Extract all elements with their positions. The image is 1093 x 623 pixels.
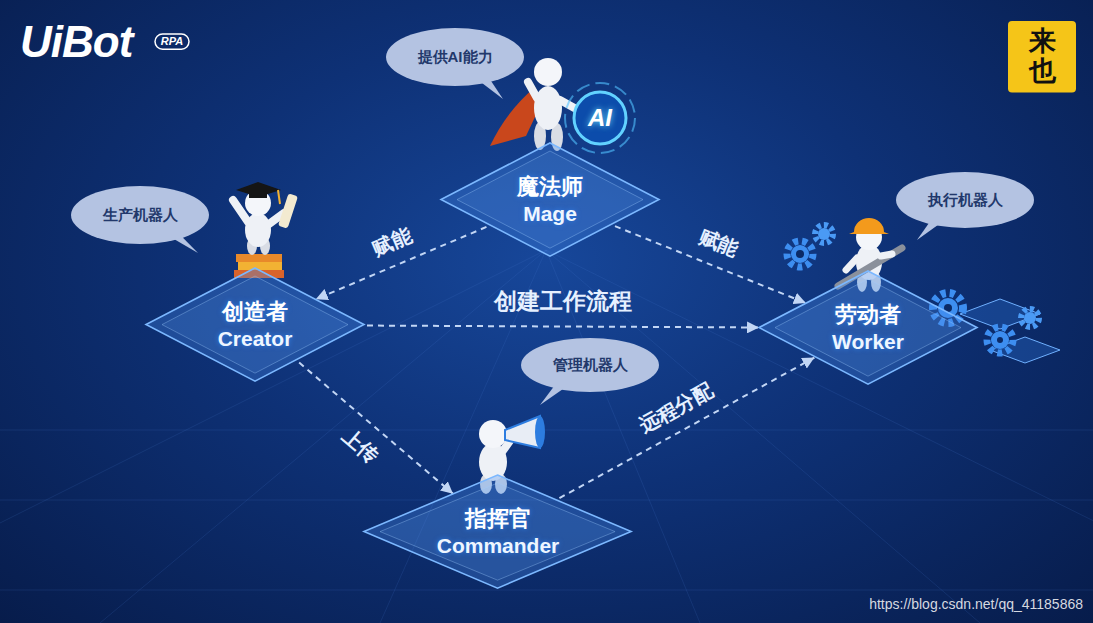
head — [479, 420, 507, 448]
brand-box: 来也 — [1008, 21, 1076, 92]
logo-badge: RPA — [154, 33, 190, 50]
node-outline — [363, 474, 632, 589]
gear-hub — [818, 228, 830, 240]
bubble-text: 执行机器人 — [928, 191, 1003, 209]
role-name-zh: 魔法师 — [517, 174, 583, 200]
cap-board — [236, 182, 281, 197]
brand-text: 来也 — [1029, 27, 1056, 86]
node-outline — [440, 142, 660, 257]
watermark: https://blog.csdn.net/qq_41185868 — [869, 596, 1083, 613]
diamond-inner — [162, 276, 348, 373]
gear — [987, 327, 1013, 353]
grid-line — [0, 430, 1093, 431]
diamond-inner — [457, 151, 643, 248]
speech-bubble: 提供AI能力 — [385, 27, 525, 87]
arm — [528, 82, 537, 98]
diamond-inner — [380, 483, 615, 580]
bubble-outline — [896, 172, 1034, 228]
gear-hole — [796, 250, 804, 258]
edge-label: 赋能 — [369, 223, 415, 261]
hard-hat — [849, 218, 889, 234]
edge-label: 创建工作流程 — [494, 288, 632, 316]
role-name-zh: 创造者 — [222, 299, 288, 325]
arm — [846, 258, 857, 270]
speech-bubble: 执行机器人 — [895, 171, 1035, 229]
role-diamond: 魔法师Mage — [440, 142, 660, 257]
role-diamond: 指挥官Commander — [363, 474, 632, 589]
grid — [0, 250, 1093, 623]
megaphone — [505, 416, 540, 448]
gear-teeth — [1021, 309, 1039, 327]
icon-text: AI — [588, 105, 612, 131]
bubble-text: 提供AI能力 — [418, 48, 493, 66]
dashed-connector — [367, 326, 759, 328]
badge-text: RPA — [161, 35, 183, 48]
scroll — [278, 193, 298, 228]
edge-label: 上传 — [338, 424, 384, 468]
role-diamond: 创造者Creator — [145, 267, 365, 382]
text-group: 魔法师Mage — [517, 174, 583, 226]
edge-label: 赋能 — [696, 225, 742, 262]
diamond-outline — [441, 143, 659, 256]
text-group: 创造者Creator — [218, 299, 293, 351]
ai-disc — [574, 92, 626, 144]
text-group: 管理机器人 — [553, 356, 628, 374]
text-group: 执行机器人 — [928, 191, 1003, 209]
megaphone-bell — [535, 416, 545, 448]
speech-bubble: 管理机器人 — [520, 337, 660, 393]
text-group: 生产机器人 — [103, 206, 178, 224]
role-name-zh: 劳动者 — [835, 302, 901, 328]
text-group: 来也 — [1029, 27, 1056, 86]
diamond-outline — [364, 475, 631, 588]
node-outline — [758, 270, 978, 385]
text-group: 指挥官Commander — [437, 506, 560, 558]
bubble-outline — [521, 338, 659, 392]
gear — [815, 225, 833, 243]
arm — [881, 254, 892, 256]
role-diamond: 劳动者Worker — [758, 270, 978, 385]
platform — [960, 299, 1040, 329]
bubble-outline — [71, 186, 209, 244]
bubble-text: 生产机器人 — [103, 206, 178, 224]
gear-hole — [997, 337, 1003, 343]
book — [236, 254, 282, 262]
role-name-en: Mage — [523, 201, 577, 226]
tassel — [278, 190, 280, 204]
bubble-text: 管理机器人 — [553, 356, 628, 374]
grid-line — [0, 590, 1093, 591]
text-group: 提供AI能力 — [418, 48, 493, 66]
dashed-connector — [299, 363, 453, 494]
head — [534, 58, 562, 86]
speech-bubble: 生产机器人 — [70, 185, 210, 245]
ai-ring — [565, 83, 635, 153]
role-name-en: Commander — [437, 533, 560, 558]
bubble-outline — [386, 28, 524, 86]
role-name-en: Worker — [832, 329, 904, 354]
role-name-zh: 指挥官 — [465, 506, 531, 532]
diamond-outline — [146, 268, 364, 381]
gear-hub — [1024, 312, 1036, 324]
diamond-inner — [775, 279, 961, 376]
gear — [787, 241, 813, 267]
gear — [1021, 309, 1039, 327]
pill-outline — [155, 34, 189, 49]
text-group: RPA — [161, 35, 183, 48]
diamond-outline — [759, 271, 977, 384]
text-group: 劳动者Worker — [832, 302, 904, 354]
book — [238, 262, 282, 270]
role-name-en: Creator — [218, 326, 293, 351]
gear-teeth — [787, 241, 813, 267]
creator-figure — [233, 182, 298, 278]
node-outline — [145, 267, 365, 382]
gear-hub — [991, 331, 1009, 349]
gear-hub — [791, 245, 809, 263]
edge-label: 远程分配 — [635, 378, 717, 438]
gear-teeth — [815, 225, 833, 243]
box-fill — [1008, 21, 1076, 92]
gear-teeth — [987, 327, 1013, 353]
logo-text: UiBot — [20, 18, 132, 66]
